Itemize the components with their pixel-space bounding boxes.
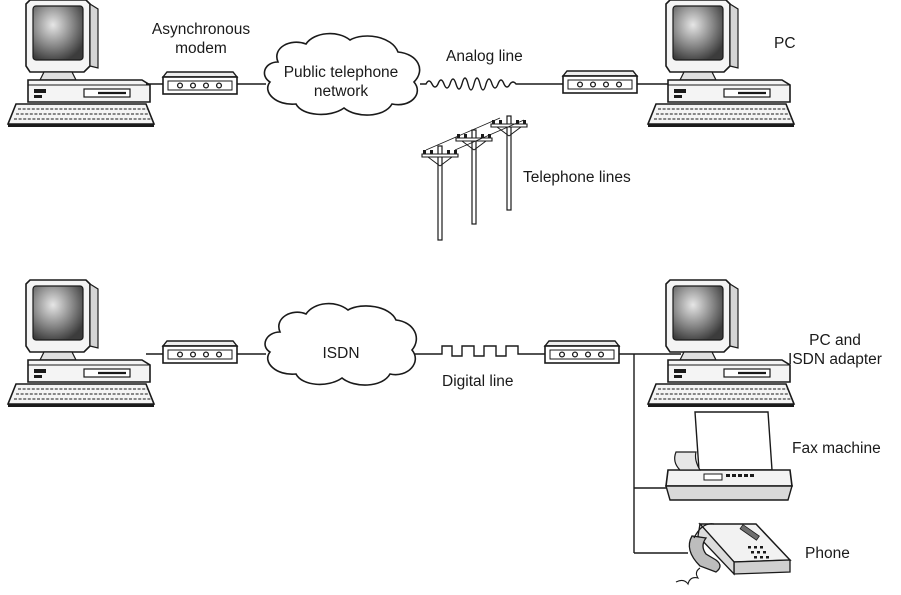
- modem-right-top: [562, 70, 638, 94]
- telephone-poles: [421, 115, 528, 241]
- top-right-computer: [646, 0, 796, 129]
- analog-line-wave: [420, 77, 563, 91]
- analog-line-label: Analog line: [446, 48, 523, 65]
- phone-label: Phone: [805, 545, 850, 562]
- telephone: [675, 522, 792, 586]
- isdn-label: ISDN: [322, 345, 360, 362]
- bottom-right-computer: [646, 278, 796, 409]
- isdn-cloud: [264, 302, 418, 386]
- bottom-left-computer: [6, 278, 156, 409]
- isdn-adapter-right: [544, 340, 620, 364]
- pc-and-isdn-adapter-label-line1: PC and: [809, 332, 861, 349]
- isdn-adapter-left: [162, 340, 238, 364]
- fax-machine: [665, 411, 793, 501]
- public-telephone-network-label: Public telephone network: [284, 63, 399, 101]
- asynchronous-modem-label-line2: modem: [175, 40, 227, 57]
- public-telephone-network-label-line2: network: [313, 83, 369, 100]
- public-telephone-cloud: [263, 32, 421, 116]
- pc-and-isdn-adapter-label: PC and ISDN adapter: [788, 331, 882, 369]
- fax-machine-label: Fax machine: [792, 440, 881, 457]
- pc-label: PC: [774, 35, 796, 52]
- digital-line-square-wave: [414, 345, 545, 357]
- telephone-lines-label: Telephone lines: [523, 169, 631, 186]
- asynchronous-modem-label: Asynchronous modem: [152, 20, 250, 58]
- digital-line-label: Digital line: [442, 373, 514, 390]
- top-left-computer: [6, 0, 156, 129]
- pc-and-isdn-adapter-label-line2: ISDN adapter: [788, 351, 882, 368]
- public-telephone-network-label-line1: Public telephone: [283, 64, 399, 81]
- asynchronous-modem-label-line1: Asynchronous: [151, 21, 251, 38]
- asynchronous-modem-left: [162, 71, 238, 95]
